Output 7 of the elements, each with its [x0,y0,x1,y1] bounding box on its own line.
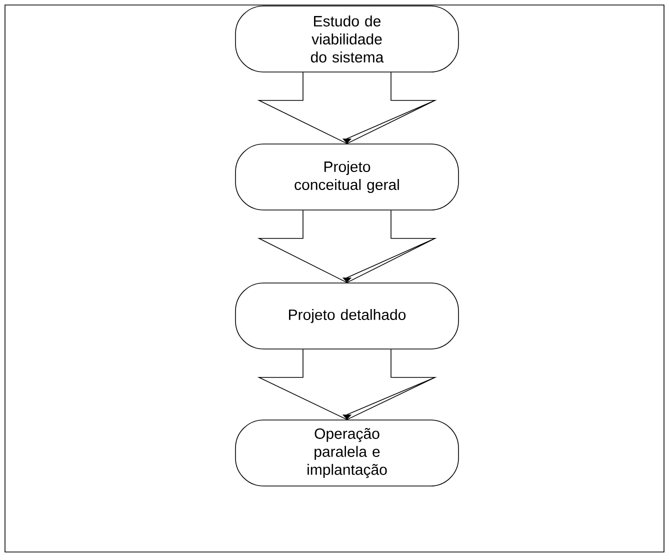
process-box: Operação paralela e implantação [235,420,459,486]
process-box: Estudo de viabilidade do sistema [235,6,459,72]
process-box: Projeto detalhado [235,282,459,350]
process-box: Projeto conceitual geral [235,144,459,210]
block-arrow [257,349,437,420]
block-arrow [257,210,437,284]
block-arrow [257,72,437,144]
